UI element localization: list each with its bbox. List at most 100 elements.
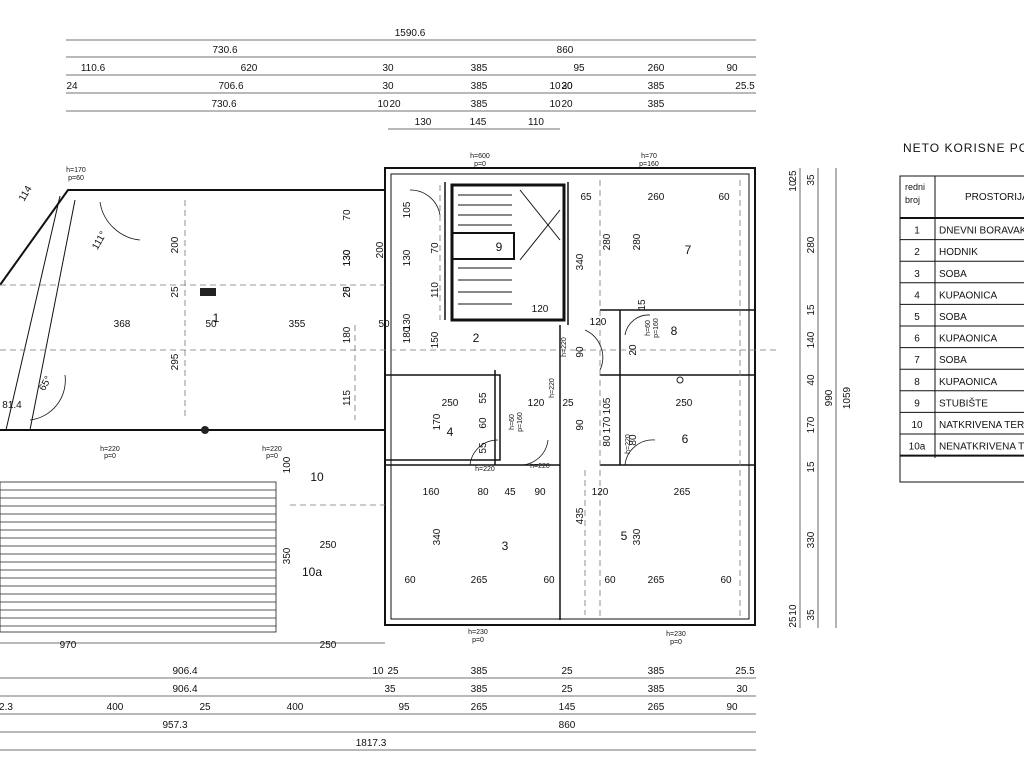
angle-label: 114 xyxy=(17,184,35,204)
interior-dim-label: 368 xyxy=(114,319,131,330)
interior-dim-label: 295 xyxy=(170,353,181,370)
interior-dim-label: 60 xyxy=(720,575,732,586)
top-dim-label: 385 xyxy=(648,99,665,110)
interior-dim-label: 180 xyxy=(342,326,353,343)
bottom-dim-label: 35 xyxy=(384,684,396,695)
opening-label: h=60 xyxy=(645,320,652,336)
interior-dim-label: 120 xyxy=(532,304,549,315)
bottom-dim-label: 25 xyxy=(387,666,399,677)
interior-dim-label: 15 xyxy=(637,299,648,311)
bottom-dim-label: 145 xyxy=(559,702,576,713)
interior-dim-label: 265 xyxy=(471,575,488,586)
bottom-dim-label: 385 xyxy=(648,684,665,695)
table-row-number: 6 xyxy=(914,334,920,345)
interior-dim-label: 105 xyxy=(602,397,613,414)
right-dim-label: 15 xyxy=(806,304,817,316)
interior-dim-label: 80 xyxy=(477,487,489,498)
table-title: NETO KORISNE PO xyxy=(903,141,1024,155)
opening-label: h=600 xyxy=(470,153,490,160)
interior-dim-label: 60 xyxy=(478,417,489,429)
table-row-name: STUBIŠTE xyxy=(939,396,988,409)
room-number: 5 xyxy=(621,529,628,543)
top-dim-label: 24 xyxy=(66,81,78,92)
top-dim-label: 130 xyxy=(415,117,432,128)
bottom-dim-label: 265 xyxy=(471,702,488,713)
right-dim-label: 40 xyxy=(806,374,817,386)
interior-dim-label: 25 xyxy=(170,286,181,298)
interior-dim-label: 120 xyxy=(590,317,607,328)
section-lines xyxy=(0,180,780,620)
interior-dim-label: 60 xyxy=(604,575,616,586)
opening-label: h=220 xyxy=(549,378,556,398)
room-number: 7 xyxy=(685,243,692,257)
interior-dim-label: 65 xyxy=(580,192,592,203)
interior-dim-label: 130 xyxy=(342,249,353,266)
top-dim-label: 385 xyxy=(471,99,488,110)
top-dim-label: 385 xyxy=(471,81,488,92)
right-dim-label: 35 xyxy=(806,609,817,621)
table-row-number: 10a xyxy=(909,442,926,453)
interior-dim-label: 200 xyxy=(375,241,386,258)
opening-label: h=220 xyxy=(625,434,632,454)
top-dim-label: 30 xyxy=(561,81,573,92)
opening-label: h=70 xyxy=(641,153,657,160)
interior-dim-label: 25 xyxy=(342,286,353,298)
interior-dim-label: 260 xyxy=(648,192,665,203)
opening-label: h=220 xyxy=(561,337,568,357)
right-dim-label: 1059 xyxy=(842,386,853,409)
bottom-dimension-chains xyxy=(0,642,756,751)
opening-label: p=0 xyxy=(104,453,116,460)
table-row-name: KUPAONICA xyxy=(939,290,997,301)
right-dim-label: 10 xyxy=(788,180,799,192)
opening-label: p=0 xyxy=(472,637,484,644)
interior-dim-label: 55 xyxy=(478,442,489,454)
interior-dim-label: 90 xyxy=(575,346,586,358)
interior-dim-label: 20 xyxy=(628,344,639,356)
table-row-name: NATKRIVENA TER xyxy=(939,420,1024,431)
opening-label: p=160 xyxy=(639,161,659,168)
right-dim-label: 10 xyxy=(788,604,799,616)
room-number: 10 xyxy=(310,470,324,484)
right-dim-label: 280 xyxy=(806,236,817,253)
interior-dim-label: 20 xyxy=(342,286,353,298)
right-dim-label: 170 xyxy=(806,416,817,433)
interior-dim-label: 130 xyxy=(402,313,413,330)
interior-dim-label: 80 xyxy=(628,434,639,446)
bottom-dim-label: 25 xyxy=(561,684,573,695)
top-dim-label: 110.6 xyxy=(81,63,106,74)
table-row-number: 1 xyxy=(914,226,920,237)
bottom-dim-label: 860 xyxy=(559,720,576,731)
top-dim-label: 385 xyxy=(648,81,665,92)
interior-dim-label: 150 xyxy=(430,331,441,348)
interior-dim-label: 130 xyxy=(342,249,353,266)
room-number: 10a xyxy=(302,565,322,579)
right-dim-label: 15 xyxy=(806,461,817,473)
bottom-dim-label: 25 xyxy=(561,666,573,677)
top-dim-label: 10 xyxy=(549,81,561,92)
bottom-dim-label: 906.4 xyxy=(172,666,197,677)
bottom-dim-label: 385 xyxy=(471,684,488,695)
top-dim-label: 706.6 xyxy=(218,81,243,92)
top-dim-label: 20 xyxy=(389,99,401,110)
top-dim-label: 730.6 xyxy=(212,45,237,56)
door-swings xyxy=(29,189,656,466)
bottom-dim-label: 250 xyxy=(320,640,337,651)
right-dim-label: 35 xyxy=(806,174,817,186)
interior-dim-label: 70 xyxy=(342,209,353,221)
table-row-number: 4 xyxy=(914,290,920,301)
table-row-name: HODNIK xyxy=(939,247,978,258)
top-dim-label: 95 xyxy=(573,63,585,74)
table-row-number: 9 xyxy=(914,398,920,409)
interior-dim-label: 170 xyxy=(432,413,443,430)
table-row-number: 10 xyxy=(911,420,923,431)
opening-label: h=220 xyxy=(530,463,550,470)
opening-label: p=160 xyxy=(517,412,524,432)
top-dim-label: 385 xyxy=(471,63,488,74)
bottom-dim-label: 1817.3 xyxy=(356,738,387,749)
column-symbols xyxy=(200,288,684,434)
top-dim-label: 1590.6 xyxy=(395,28,426,39)
